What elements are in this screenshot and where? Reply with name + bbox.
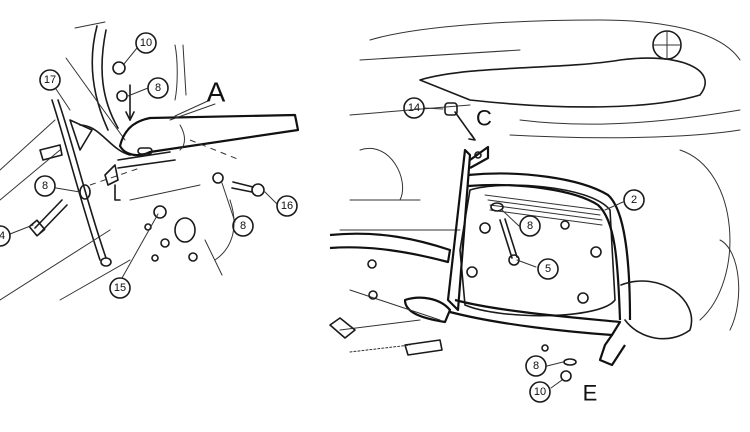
callout-8: 8 [147, 77, 169, 99]
svg-text:15: 15 [114, 282, 126, 294]
svg-text:4: 4 [0, 230, 5, 242]
svg-text:17: 17 [44, 74, 56, 86]
svg-text:14: 14 [408, 102, 420, 114]
leader-lines [9, 47, 624, 389]
detail-label-c: C [476, 106, 492, 131]
callout-10: 10 [135, 32, 157, 54]
svg-text:8: 8 [42, 180, 48, 192]
washer-icon [563, 358, 577, 366]
callout-8: 8 [34, 175, 56, 197]
bolt-icon [231, 181, 254, 193]
callout-2: 2 [623, 189, 645, 211]
callout-16: 16 [276, 195, 298, 217]
svg-text:16: 16 [281, 200, 293, 212]
svg-text:10: 10 [140, 37, 152, 49]
callout-8: 8 [525, 355, 547, 377]
washer-icon [212, 172, 224, 184]
callout-10: 10 [529, 381, 551, 403]
right-view-drawing [329, 19, 741, 382]
washer-icon [116, 90, 128, 102]
svg-text:10: 10 [534, 386, 546, 398]
svg-text:2: 2 [631, 194, 637, 206]
callout-15: 15 [109, 277, 131, 299]
svg-text:8: 8 [533, 360, 539, 372]
callout-5: 5 [537, 258, 559, 280]
svg-text:8: 8 [240, 220, 246, 232]
callout-8: 8 [519, 215, 541, 237]
svg-text:8: 8 [155, 82, 161, 94]
nut-icon [112, 61, 126, 75]
bolt-icon [34, 199, 68, 234]
callout-14: 14 [403, 97, 425, 119]
spacer-icon [444, 102, 458, 116]
svg-text:8: 8 [527, 220, 533, 232]
callout-17: 17 [39, 69, 61, 91]
detail-label-e: E [583, 381, 598, 406]
callout-8: 8 [232, 215, 254, 237]
svg-text:5: 5 [545, 263, 551, 275]
left-view-drawing [0, 21, 300, 301]
nut-icon [560, 370, 572, 382]
detail-label-a: A [207, 77, 226, 108]
callout-4: 4 [0, 225, 11, 247]
